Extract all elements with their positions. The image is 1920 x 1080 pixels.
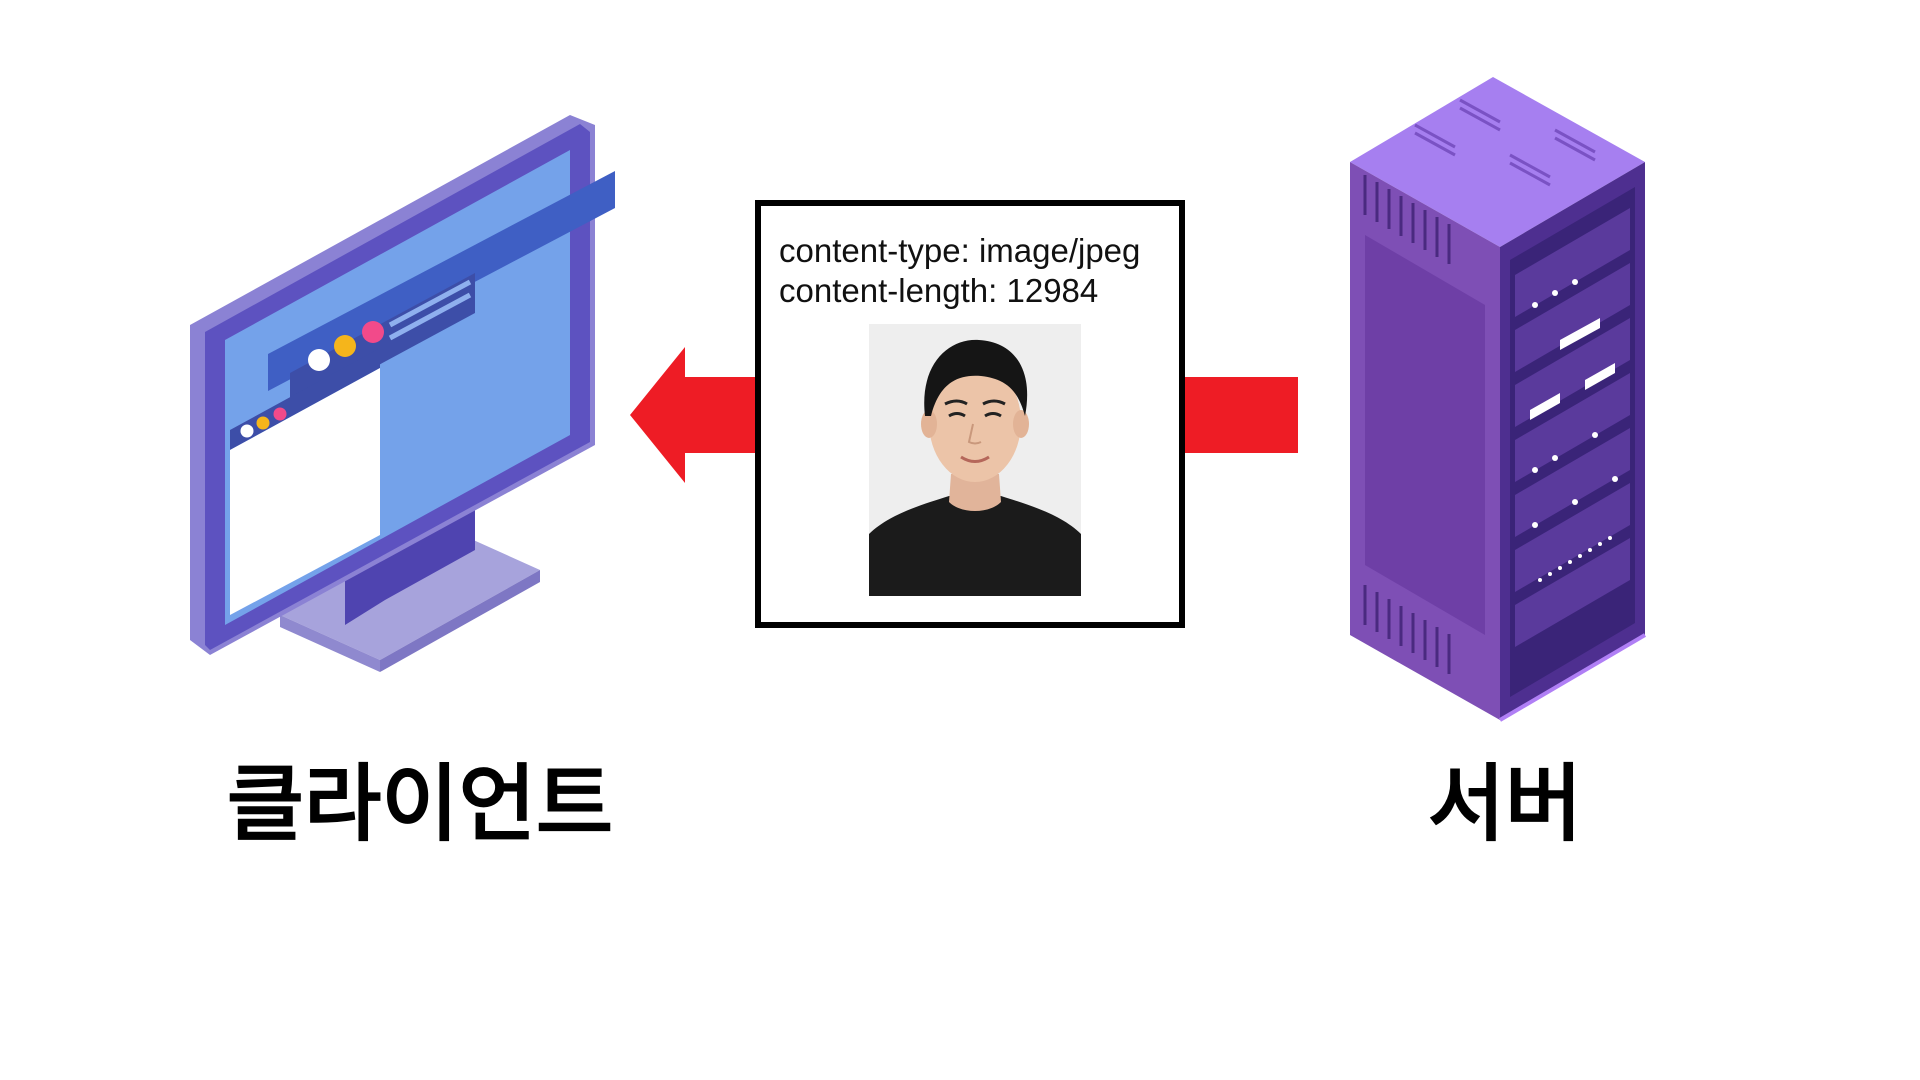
monitor-stand-base-edge-right <box>380 570 540 672</box>
window-dot-yellow <box>334 335 356 357</box>
arrow-head <box>630 347 760 483</box>
http-response-box: content-type: image/jpeg content-length:… <box>755 200 1185 628</box>
arrow-server-to-client <box>630 347 1298 483</box>
window-dot-white <box>308 349 330 371</box>
client-label: 클라이언트 <box>226 755 614 853</box>
server-rack-icon <box>1350 77 1647 722</box>
desktop-monitor-icon <box>190 115 615 672</box>
server-label: 서버 <box>1427 755 1583 853</box>
server-lights <box>1530 279 1618 582</box>
monitor-stand-base-edge <box>280 615 380 672</box>
server-units <box>1515 208 1630 647</box>
arrow-tail <box>1180 377 1298 453</box>
header-content-type: content-type: image/jpeg <box>779 232 1141 269</box>
header-content-length: content-length: 12984 <box>779 272 1099 309</box>
monitor-stand-neck <box>345 500 475 625</box>
server-vents <box>1363 175 1451 674</box>
screen-top-bar <box>268 171 615 391</box>
portrait-photo <box>869 324 1081 596</box>
front-window-body <box>230 368 380 615</box>
server-top <box>1350 77 1645 247</box>
window-dot-pink <box>362 321 384 343</box>
monitor-stand-base <box>280 525 540 660</box>
